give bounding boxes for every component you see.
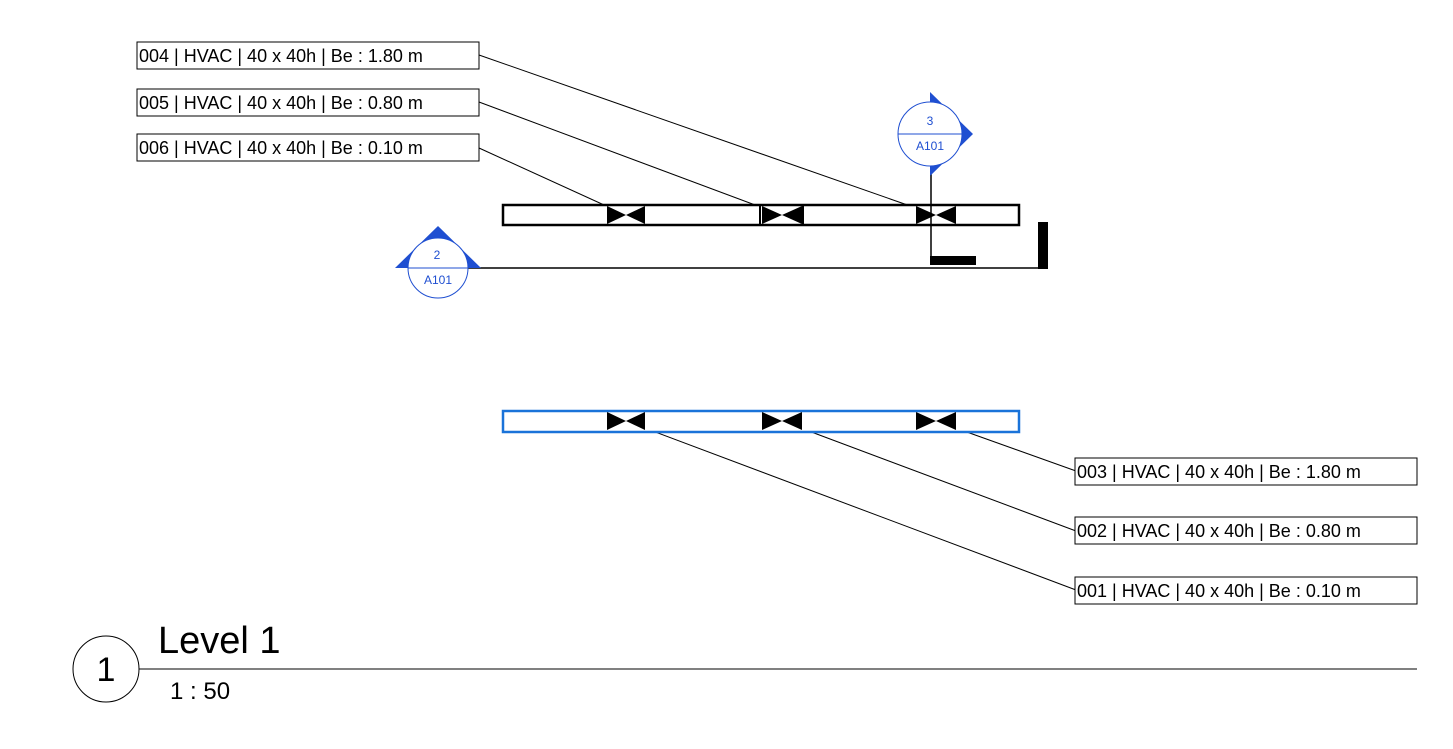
wall-end [1038, 222, 1048, 269]
valve-icon[interactable] [607, 412, 645, 430]
tag-004-label: 004 | HVAC | 40 x 40h | Be : 1.80 m [139, 46, 423, 66]
tag-002-label: 002 | HVAC | 40 x 40h | Be : 0.80 m [1077, 521, 1361, 541]
view-title[interactable]: 1 Level 1 1 : 50 [72, 620, 1417, 705]
view-scale: 1 : 50 [170, 678, 230, 705]
tag-005-label: 005 | HVAC | 40 x 40h | Be : 0.80 m [139, 93, 423, 113]
tag-003-label: 003 | HVAC | 40 x 40h | Be : 1.80 m [1077, 462, 1361, 482]
section-marker-3[interactable]: 3 A101 [897, 92, 973, 176]
valve-icon[interactable] [607, 206, 645, 224]
leader-line-001 [625, 420, 1077, 591]
tag-005[interactable]: 005 | HVAC | 40 x 40h | Be : 0.80 m [136, 88, 480, 117]
view-name: Level 1 [158, 620, 281, 662]
tag-006[interactable]: 006 | HVAC | 40 x 40h | Be : 0.10 m [136, 133, 480, 162]
section-marker-2[interactable]: 2 A101 [395, 226, 481, 299]
tag-002[interactable]: 002 | HVAC | 40 x 40h | Be : 0.80 m [1074, 516, 1418, 545]
section-marker-3-number: 3 [927, 114, 934, 128]
valve-icon[interactable] [762, 412, 802, 430]
valve-icon[interactable] [762, 206, 802, 224]
leader-line-002 [781, 420, 1077, 532]
tag-001-label: 001 | HVAC | 40 x 40h | Be : 0.10 m [1077, 581, 1361, 601]
leader-line-004 [478, 54, 937, 216]
section-marker-2-sheet: A101 [424, 273, 452, 287]
view-number: 1 [97, 651, 116, 689]
tag-006-label: 006 | HVAC | 40 x 40h | Be : 0.10 m [139, 138, 423, 158]
valve-icon[interactable] [916, 412, 956, 430]
valve-icon[interactable] [916, 206, 956, 224]
section-cut-bar [930, 256, 976, 265]
leader-line-005 [478, 101, 783, 216]
pipe-run-bottom-selected[interactable] [501, 409, 1021, 434]
section-marker-3-sheet: A101 [916, 139, 944, 153]
tag-001[interactable]: 001 | HVAC | 40 x 40h | Be : 0.10 m [1074, 576, 1418, 605]
tag-004[interactable]: 004 | HVAC | 40 x 40h | Be : 1.80 m [136, 41, 480, 70]
section-marker-2-number: 2 [434, 248, 441, 262]
tag-003[interactable]: 003 | HVAC | 40 x 40h | Be : 1.80 m [1074, 457, 1418, 486]
pipe-run-top[interactable] [501, 203, 1021, 227]
